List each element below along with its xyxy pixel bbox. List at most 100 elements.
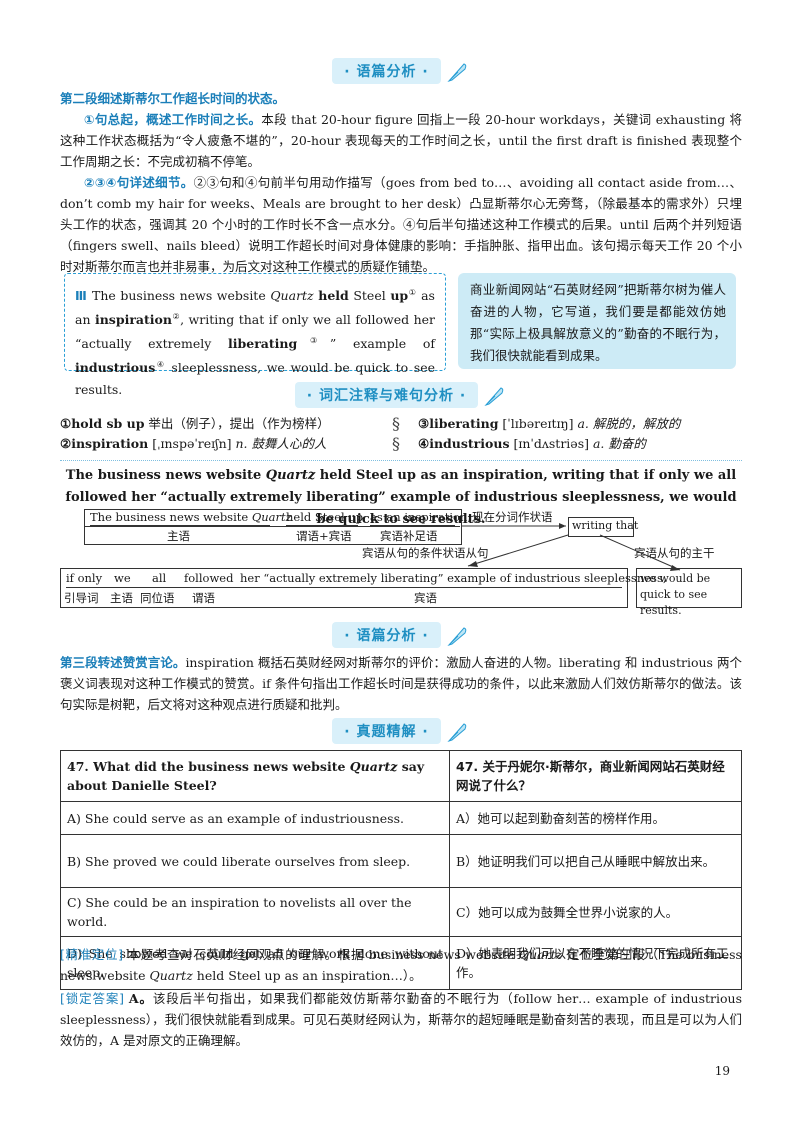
diagram-top-box bbox=[84, 509, 462, 545]
dotted-divider bbox=[60, 460, 742, 461]
big-quartz: Quartz bbox=[265, 468, 316, 483]
q-part: 47. What did the business news website bbox=[67, 759, 346, 774]
sup: ② bbox=[171, 312, 181, 322]
diagram-c1: The business news website Quartz bbox=[90, 510, 292, 524]
section-label: 语篇分析 bbox=[356, 628, 417, 644]
diagram-result-box bbox=[636, 568, 742, 608]
section-pill: · 语篇分析 · bbox=[332, 58, 441, 84]
sentence-part: Steel bbox=[353, 288, 386, 304]
diagram-obj-clause-label: 宾语从句的条件状语从句 bbox=[362, 546, 489, 560]
locate-quartz: Quartz bbox=[518, 947, 563, 962]
analysis2-block: 第三段转述赞赏言论。inspiration 概括石英财经网对斯蒂尔的评价：激励人… bbox=[60, 652, 742, 715]
analysis1-p2: ②③④句详述细节。②③句和④句前半句用动作描写（goes from bed to… bbox=[60, 172, 742, 277]
section-pill: · 语篇分析 · bbox=[332, 622, 441, 648]
question-en: 47. What did the business news website Q… bbox=[60, 750, 450, 802]
answer-letter: A。 bbox=[128, 991, 153, 1006]
table-row: A) She could serve as an example of indu… bbox=[60, 801, 742, 835]
vocab-word: ②inspiration bbox=[60, 436, 149, 451]
underline bbox=[66, 587, 622, 588]
q-quartz: Quartz bbox=[349, 759, 398, 774]
option-a-cn: A）她可以起到勤奋刻苦的榜样作用。 bbox=[449, 801, 742, 835]
diagram-arrow1-label: 现在分词作状语 bbox=[472, 510, 553, 524]
sentence-up: up bbox=[390, 288, 409, 304]
vocab-pron: [ɪnˈdʌstriəs] bbox=[513, 436, 589, 451]
option-b-cn: B）她证明我们可以把自己从睡眠中解放出来。 bbox=[449, 834, 742, 888]
diagram-line bbox=[84, 526, 460, 527]
section-title-analysis-2: · 语篇分析 · bbox=[0, 622, 800, 648]
analysis1-block: 第二段细述斯蒂尔工作超长时间的状态。 ①句总起，概述工作时间之长。本段 that… bbox=[60, 88, 742, 277]
translation-text: 商业新闻网站“石英财经网”把斯蒂尔树为催人奋进的人物，它写道，我们要是都能效仿她… bbox=[470, 282, 726, 363]
diagram-quartz: Quartz bbox=[251, 510, 292, 524]
sentence-part: , writing that if only we all followed h… bbox=[75, 312, 435, 352]
analysis1-p1: ①句总起，概述工作时间之长。本段 that 20-hour figure 回指上… bbox=[60, 109, 742, 172]
analysis2-lead: 第三段转述赞赏言论。 bbox=[60, 655, 186, 670]
sentence-box: Ⅲ The business news website Quartz held … bbox=[64, 273, 446, 397]
p2-body: ②③句和④句前半句用动作描写（goes from bed to…、avoidin… bbox=[60, 175, 742, 274]
diagram-g2: 主语 bbox=[110, 591, 133, 605]
diagram-c3: as an inspiration, bbox=[370, 510, 471, 524]
vocab-divider: §§ bbox=[392, 414, 400, 453]
diagram-r5: her “actually extremely liberating” exam… bbox=[240, 571, 667, 585]
diagram-result: we would be quick to see results. bbox=[640, 572, 711, 617]
sentence-part: as an bbox=[75, 288, 435, 328]
option-c-en: C) She could be an inspiration to noveli… bbox=[60, 887, 450, 937]
vocab-item-2: ②inspiration [ˌɪnspəˈreɪʃn] n. 鼓舞人心的人 bbox=[60, 434, 326, 454]
option-a-en: A) She could serve as an example of indu… bbox=[60, 801, 450, 835]
diagram-r2: we bbox=[114, 571, 131, 585]
diagram-r1: if only bbox=[66, 571, 103, 585]
table-row: D) She showed we could get all our work … bbox=[60, 936, 742, 990]
answer-tag: [锁定答案] bbox=[60, 991, 125, 1006]
vocab-pron: [ˈlɪbəreɪtɪŋ] bbox=[502, 416, 574, 431]
diagram-label-3: 宾语补足语 bbox=[380, 529, 438, 543]
underline bbox=[90, 525, 270, 526]
vocab-item-4: ④industrious [ɪnˈdʌstriəs] a. 勤奋的 bbox=[418, 434, 646, 454]
diagram-bottom-box bbox=[60, 568, 628, 608]
section-pill: · 词汇注释与难句分析 · bbox=[294, 382, 479, 408]
answer-body: 该段后半句指出，如果我们都能效仿斯蒂尔勤奋的不眠行为（follow her… e… bbox=[60, 991, 742, 1048]
diagram-main-clause-label: 宾语从句的主干 bbox=[634, 546, 715, 560]
diagram-writing: writing that bbox=[572, 519, 639, 532]
underline bbox=[286, 525, 358, 526]
diagram-label-1: 主语 bbox=[167, 529, 190, 543]
sentence-liberating: liberating bbox=[228, 336, 298, 352]
question-cn: 47. 关于丹妮尔·斯蒂尔，商业新闻网站石英财经网说了什么？ bbox=[449, 750, 742, 802]
quill-icon bbox=[447, 626, 467, 646]
diagram-r4: followed bbox=[184, 571, 234, 585]
option-c-cn: C）她可以成为鼓舞全世界小说家的人。 bbox=[449, 887, 742, 937]
sentence-text: Ⅲ The business news website Quartz held … bbox=[75, 282, 435, 400]
section-label: 真题精解 bbox=[356, 724, 417, 740]
section-title-analysis-1: · 语篇分析 · bbox=[0, 58, 800, 84]
difficult-sentence: The business news website Quartz held St… bbox=[60, 465, 742, 531]
diagram-arrows bbox=[462, 523, 681, 571]
writing-box bbox=[568, 517, 634, 537]
table-row: B) She proved we could liberate ourselve… bbox=[60, 834, 742, 888]
sup: ③ bbox=[297, 336, 330, 346]
diagram-label-2: 谓语+宾语 bbox=[296, 529, 352, 543]
diagram-g1: 引导词 bbox=[64, 591, 99, 605]
vocab-word: ③liberating bbox=[418, 416, 499, 431]
vocab-word: ①hold sb up bbox=[60, 416, 145, 431]
p1-lead: ①句总起，概述工作时间之长。 bbox=[84, 112, 262, 127]
sentence-inspiration: inspiration bbox=[94, 312, 172, 328]
answer-block: [锁定答案] A。该段后半句指出，如果我们都能效仿斯蒂尔勤奋的不眠行为（foll… bbox=[60, 988, 742, 1051]
vocab-item-3: ③liberating [ˈlɪbəreɪtɪŋ] a. 解脱的，解放的 bbox=[418, 414, 680, 434]
section-title-exam: · 真题精解 · bbox=[0, 718, 800, 744]
quill-icon bbox=[484, 386, 504, 406]
underline bbox=[370, 525, 455, 526]
table-row: C) She could be an inspiration to noveli… bbox=[60, 887, 742, 937]
locate-part: 定位至第三段（The business news website bbox=[60, 947, 742, 983]
vocab-item-1: ①hold sb up 举出（例子），提出（作为榜样） bbox=[60, 414, 330, 434]
sup: ④ bbox=[155, 360, 166, 370]
vocab-word: ④industrious bbox=[418, 436, 510, 451]
big-part: held Steel up as an inspiration, writing… bbox=[65, 468, 737, 527]
option-d-cn: D）她表明我们可以在不睡觉的情况下完成所有工作。 bbox=[449, 936, 742, 990]
option-b-en: B) She proved we could liberate ourselve… bbox=[60, 834, 450, 888]
quill-icon bbox=[447, 722, 467, 742]
q-part: say about Danielle Steel? bbox=[67, 759, 425, 793]
section-label: 词汇注释与难句分析 bbox=[318, 388, 454, 404]
sentence-marker: Ⅲ bbox=[75, 288, 88, 304]
big-part: The business news website bbox=[65, 468, 262, 483]
table-row: 47. What did the business news website Q… bbox=[60, 750, 742, 802]
translation-box: 商业新闻网站“石英财经网”把斯蒂尔树为催人奋进的人物，它写道，我们要是都能效仿她… bbox=[458, 273, 736, 369]
locate-block: [精准定位] 本题考查对石英财经网观点的理解。根据 business news … bbox=[60, 944, 742, 986]
